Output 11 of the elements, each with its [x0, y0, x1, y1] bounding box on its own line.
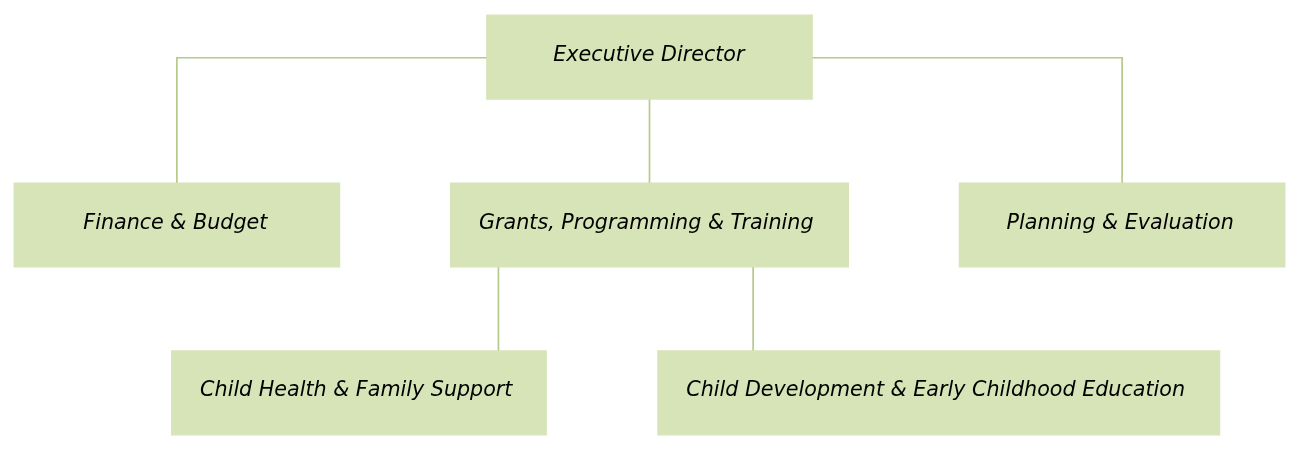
connector	[811, 56, 1123, 184]
node-box: Planning & Evaluation	[958, 181, 1286, 268]
connector	[176, 56, 488, 184]
connector	[752, 266, 754, 351]
node-box: Child Health & Family Support	[171, 349, 547, 435]
connector	[648, 98, 651, 183]
node-box: Child Development & Early Childhood Education	[657, 349, 1221, 435]
node-box: Finance & Budget	[13, 181, 341, 268]
node-box: Grants, Programming & Training	[450, 181, 849, 268]
connector	[497, 266, 500, 351]
node-box: Executive Director	[486, 14, 813, 100]
